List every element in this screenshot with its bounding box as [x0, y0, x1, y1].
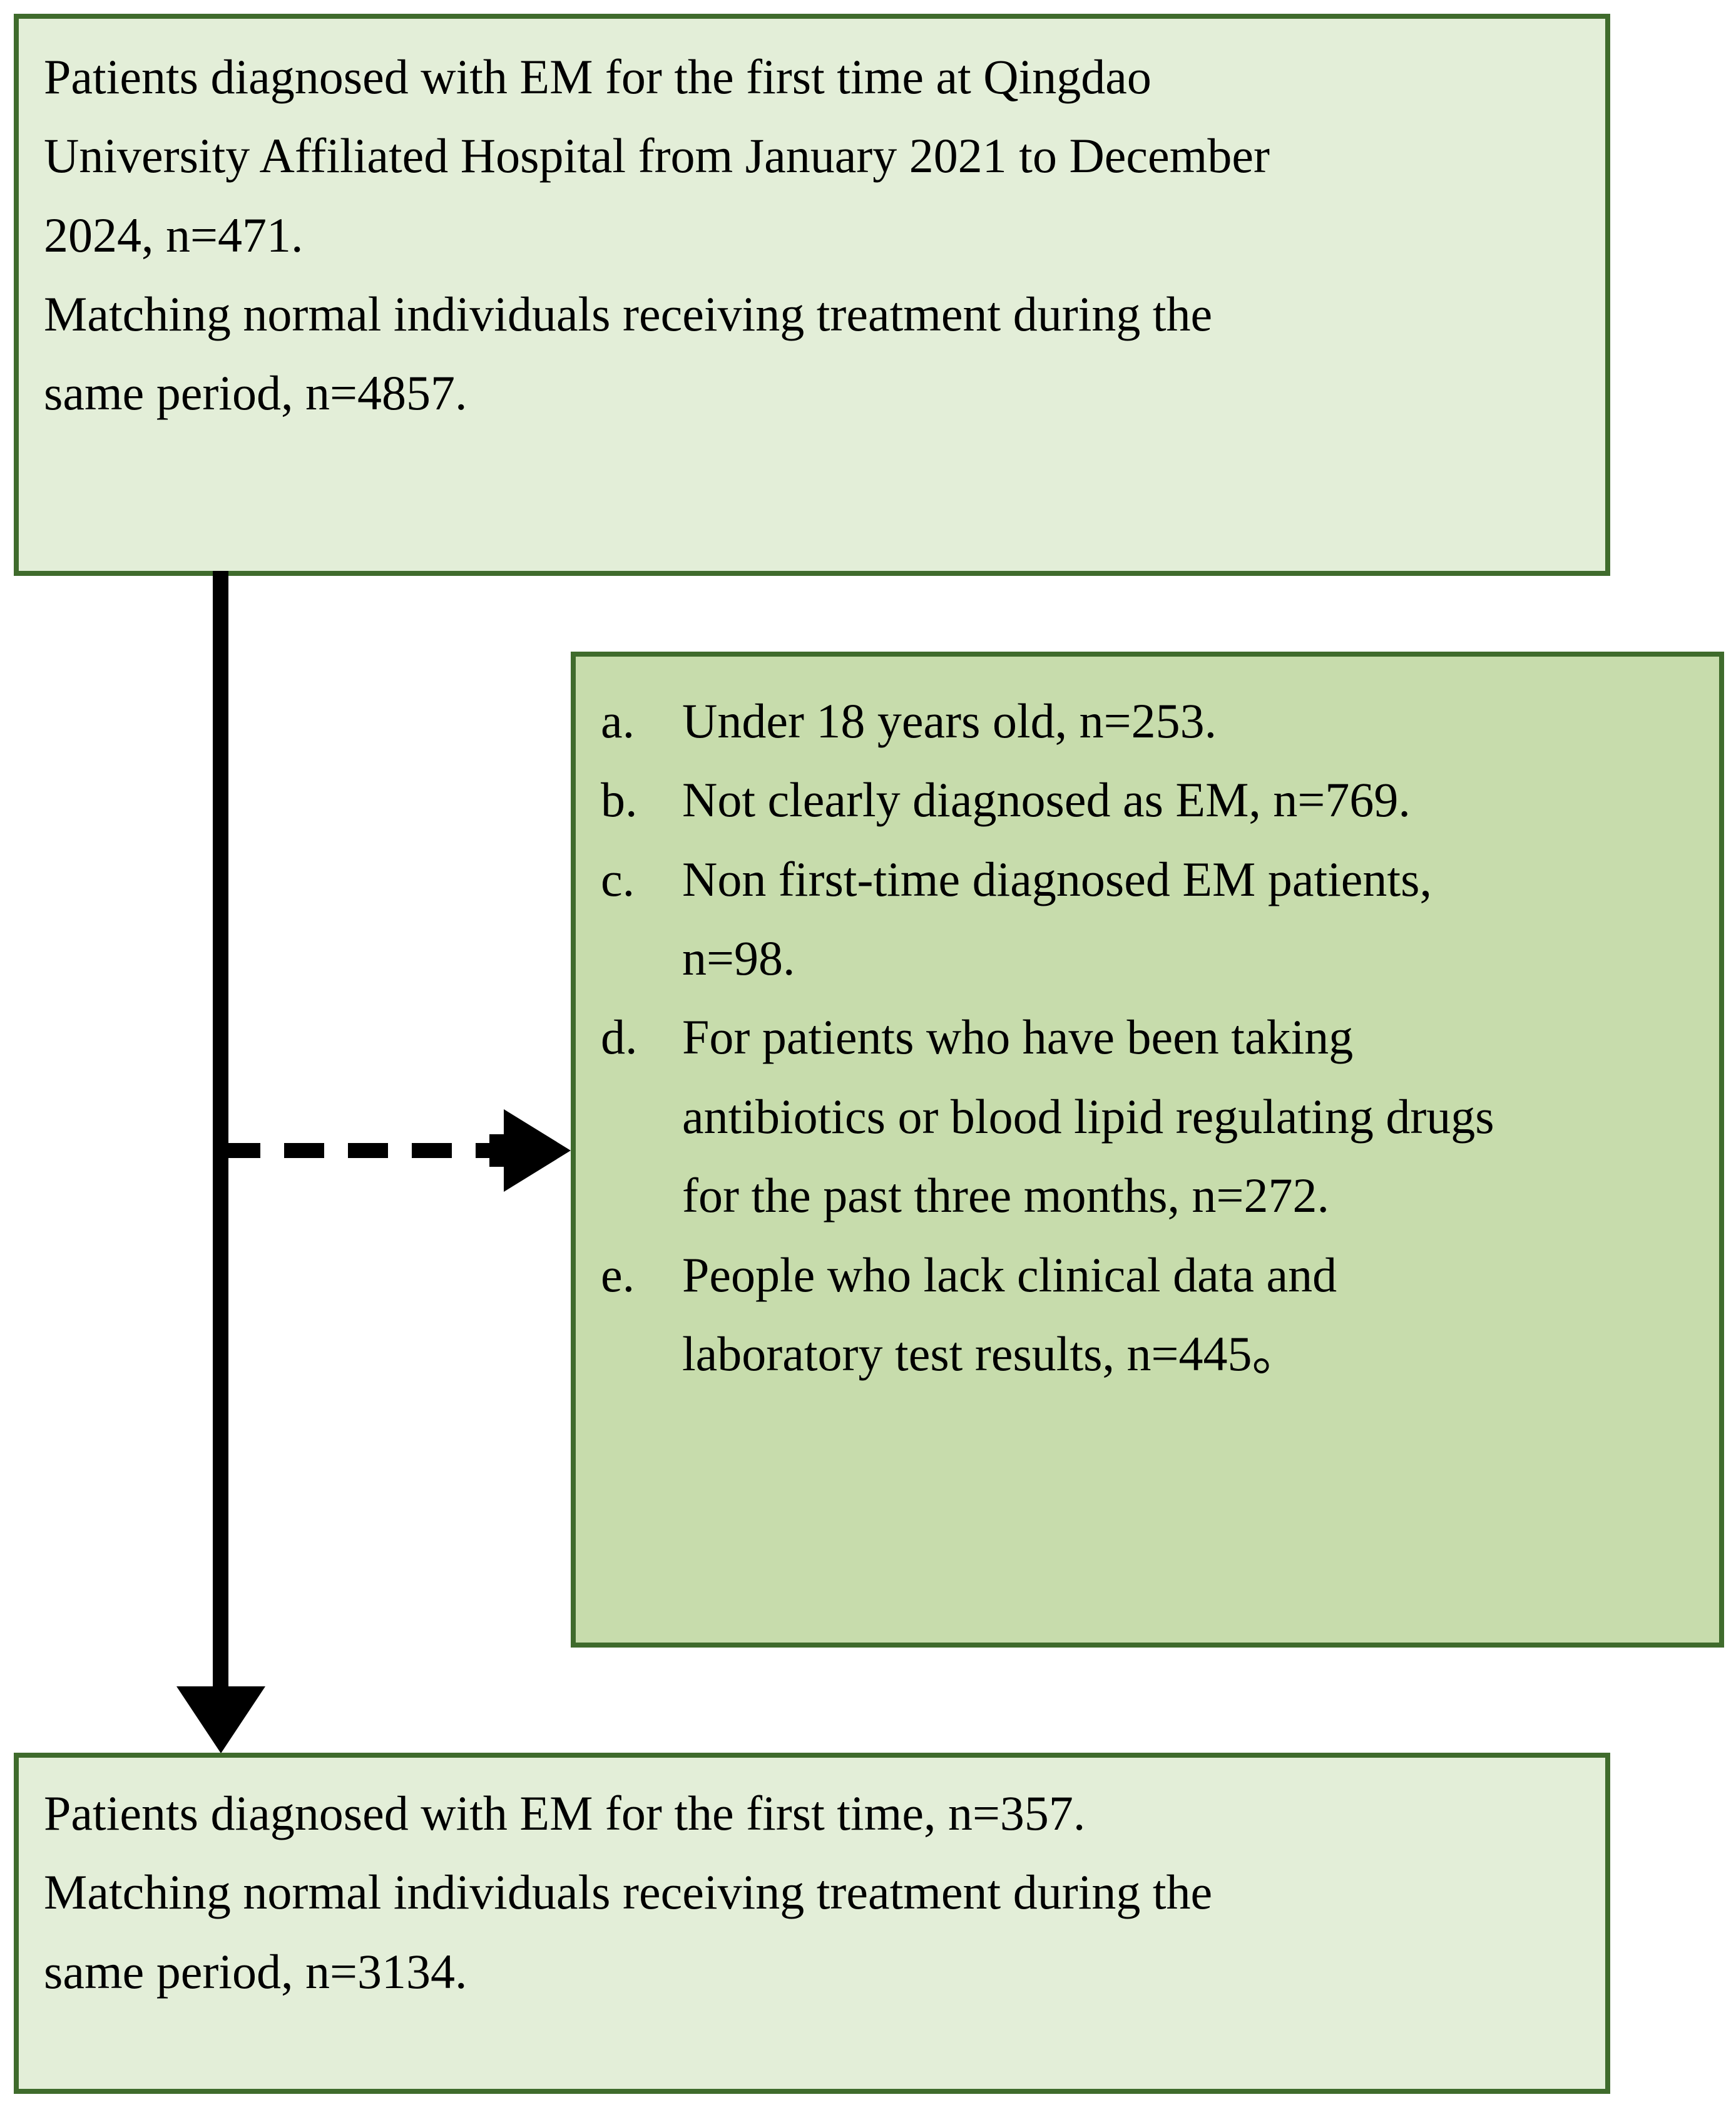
enrollment-box: Patients diagnosed with EM for the first…: [14, 14, 1610, 576]
final-line-3: same period, n=3134.: [44, 1944, 467, 1999]
enrollment-line-4: Matching normal individuals receiving tr…: [44, 287, 1213, 342]
exclusion-item-b: b. Not clearly diagnosed as EM, n=769.: [601, 761, 1700, 839]
exclusion-text-a: Under 18 years old, n=253.: [682, 682, 1700, 761]
enrollment-line-3: 2024, n=471.: [44, 207, 304, 262]
final-cohort-box: Patients diagnosed with EM for the first…: [14, 1753, 1610, 2094]
final-line-2: Matching normal individuals receiving tr…: [44, 1865, 1213, 1920]
exclusion-list: a. Under 18 years old, n=253. b. Not cle…: [601, 682, 1700, 1393]
exclusion-text-d: For patients who have been taking antibi…: [682, 998, 1700, 1235]
main-flow-arrowhead-icon: [176, 1686, 265, 1753]
exclusion-e-line-1: People who lack clinical data and: [682, 1247, 1337, 1302]
exclusion-branch-dashed-line: [220, 1143, 514, 1158]
exclusion-criteria-box: a. Under 18 years old, n=253. b. Not cle…: [571, 652, 1724, 1648]
exclusion-item-a: a. Under 18 years old, n=253.: [601, 682, 1700, 761]
enrollment-line-1: Patients diagnosed with EM for the first…: [44, 49, 1151, 104]
exclusion-marker-b: b.: [601, 772, 638, 828]
exclusion-marker-e: e.: [601, 1247, 635, 1302]
exclusion-c-line-2: n=98.: [682, 931, 795, 986]
exclusion-text-c: Non first-time diagnosed EM patients, n=…: [682, 840, 1700, 998]
exclusion-d-line-3: for the past three months, n=272.: [682, 1168, 1329, 1223]
enrollment-line-2: University Affiliated Hospital from Janu…: [44, 128, 1270, 183]
exclusion-item-d: d. For patients who have been taking ant…: [601, 998, 1700, 1235]
main-flow-line: [213, 571, 228, 1691]
exclusion-marker-c: c.: [601, 851, 635, 906]
exclusion-marker-d: d.: [601, 1010, 638, 1065]
final-line-1: Patients diagnosed with EM for the first…: [44, 1786, 1086, 1840]
exclusion-a-line-1: Under 18 years old, n=253.: [682, 694, 1217, 748]
exclusion-branch-arrowhead-icon: [504, 1109, 571, 1192]
exclusion-e-line-2: laboratory test results, n=445。: [682, 1326, 1301, 1381]
exclusion-c-line-1: Non first-time diagnosed EM patients,: [682, 851, 1432, 906]
exclusion-text-e: People who lack clinical data and labora…: [682, 1236, 1700, 1394]
exclusion-text-b: Not clearly diagnosed as EM, n=769.: [682, 761, 1700, 839]
enrollment-line-5: same period, n=4857.: [44, 366, 467, 421]
exclusion-d-line-1: For patients who have been taking: [682, 1010, 1354, 1065]
exclusion-d-line-2: antibiotics or blood lipid regulating dr…: [682, 1089, 1494, 1144]
exclusion-marker-a: a.: [601, 694, 635, 748]
exclusion-b-line-1: Not clearly diagnosed as EM, n=769.: [682, 772, 1411, 828]
exclusion-item-c: c. Non first-time diagnosed EM patients,…: [601, 840, 1700, 998]
exclusion-item-e: e. People who lack clinical data and lab…: [601, 1236, 1700, 1394]
